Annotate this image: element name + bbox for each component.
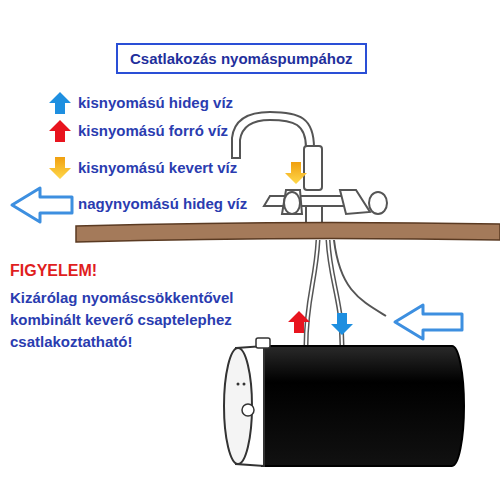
warning-heading: FIGYELEM! [10,259,97,282]
mixed-water-arrow [49,157,71,179]
left-handle-cap [284,192,300,214]
legend-text: kisnyomású forró víz [78,122,228,140]
title-box: Csatlakozás nyomáspumpához [116,43,367,74]
high-pressure-arrow [395,305,462,339]
right-handle-cap [369,192,387,214]
faucet [232,112,387,226]
right-handle [340,190,370,214]
thermostat-knob [242,404,254,416]
pipes [306,240,386,346]
legend-text: kisnyomású hideg víz [78,94,233,112]
hot-pipe [306,240,318,346]
faucet-column [304,146,322,190]
countertop [76,222,500,242]
legend-text: nagynyomású hideg víz [78,195,247,213]
title: Csatlakozás nyomáspumpához [130,50,353,67]
left-handle [282,190,302,214]
inlet-pipe [334,240,386,316]
indicator-dot [243,383,246,386]
indicator-dot [237,383,240,386]
warning-text: Kizárólag nyomáscsökkentővel kombinált k… [10,287,272,353]
heater-body [262,346,464,466]
hot-pipe-inner [306,240,318,346]
hot-water-arrow [288,311,310,333]
cold-water-arrow [49,92,71,114]
heater-top-knob [256,338,270,348]
water-heater [224,338,464,466]
legend-text: kisnyomású kevert víz [78,159,237,177]
faucet-spout [232,112,314,158]
cold-water-arrow [331,313,353,335]
high-pressure-arrow [12,188,72,222]
hot-water-arrow [49,120,71,142]
mixed-water-arrow [285,162,307,184]
